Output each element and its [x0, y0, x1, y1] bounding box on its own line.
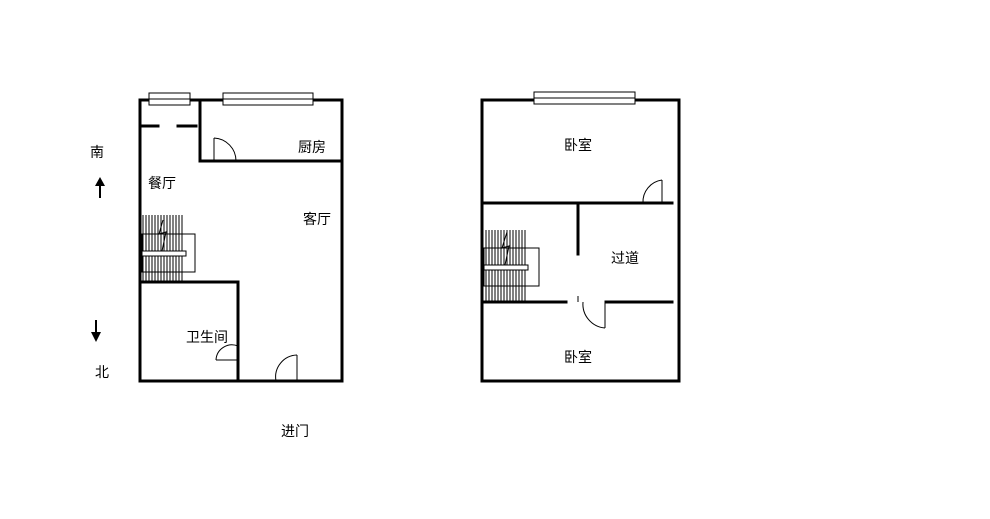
north-up-arrow-icon: [95, 177, 105, 198]
bathroom-door-icon: [215, 344, 239, 361]
south-label: 南: [90, 145, 104, 161]
entrance-label: 进门: [281, 424, 309, 440]
top-bedroom-label: 卧室: [564, 137, 592, 154]
entrance-door-icon: [275, 354, 298, 382]
down-arrow-icon: [91, 320, 101, 342]
upper-floor-plan: 卧室 过道 卧室: [480, 91, 681, 383]
bathroom-label: 卫生间: [186, 330, 228, 346]
ground-floor-plan: 厨房 餐厅 客厅 卫生间 进门: [138, 92, 344, 440]
living-label: 客厅: [303, 211, 331, 228]
top-bedroom-door-icon: [642, 179, 663, 204]
bottom-bedroom-label: 卧室: [564, 349, 592, 366]
ground-staircase-icon: [141, 215, 196, 283]
dining-label: 餐厅: [148, 176, 176, 192]
kitchen-label: 厨房: [298, 140, 326, 156]
north-label: 北: [95, 365, 109, 381]
kitchen-door-icon: [213, 137, 237, 162]
bottom-bedroom-door-icon: [582, 301, 606, 329]
compass: 南 北: [90, 145, 109, 381]
corridor-label: 过道: [611, 251, 639, 267]
upper-staircase-icon: [483, 230, 540, 301]
